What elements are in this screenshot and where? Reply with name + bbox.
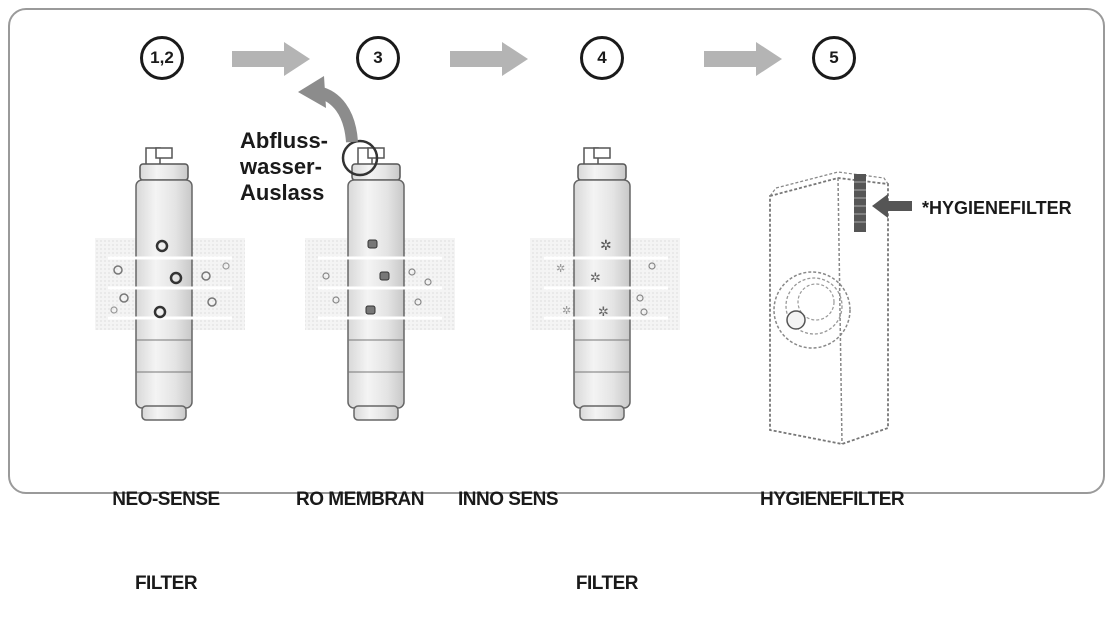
flow-arrow-icon (450, 42, 528, 76)
outlet-label-line-2: wasser- (240, 154, 322, 179)
svg-text:✲: ✲ (562, 304, 571, 317)
label-line: FILTER (134, 573, 198, 594)
label-line: INNO SENS (458, 489, 559, 510)
outlet-label: Abfluss- wasser- Auslass (240, 128, 328, 206)
inno-sens-label: INNO SENS FILTER (458, 430, 639, 626)
step-number-3: 3 (356, 36, 400, 80)
neo-sense-label: NEO-SENSE FILTER (106, 430, 226, 626)
hygienefilter-label: HYGIENEFILTER (760, 430, 905, 542)
hygienefilter-housing-icon (769, 171, 889, 445)
callout-arrow-icon (872, 194, 912, 218)
neo-sense-filter-icon (95, 147, 245, 421)
step-number-4: 4 (580, 36, 624, 80)
outlet-label-line-3: Auslass (240, 180, 325, 205)
svg-text:✲: ✲ (556, 262, 565, 275)
step-number-text: 5 (829, 48, 839, 67)
svg-text:✲: ✲ (590, 271, 601, 286)
flow-arrow-icon (704, 42, 782, 76)
hygienefilter-callout: *HYGIENEFILTER (922, 198, 1072, 218)
inno-sens-filter-icon: ✲ ✲ ✲ ✲ ✲ (530, 147, 680, 421)
label-line: RO MEMBRAN (296, 489, 425, 510)
svg-text:✲: ✲ (600, 238, 612, 254)
label-line: FILTER (575, 573, 639, 594)
label-line: NEO-SENSE (112, 489, 220, 510)
step-number-text: 4 (597, 48, 607, 67)
flow-arrow-icon (232, 42, 310, 76)
step-number-5: 5 (812, 36, 856, 80)
ro-membran-filter-icon (298, 76, 455, 421)
step-number-1-2: 1,2 (140, 36, 184, 80)
filter-illustration: ✲ ✲ ✲ ✲ ✲ (95, 76, 912, 445)
step-number-text: 3 (373, 48, 383, 67)
svg-text:✲: ✲ (598, 305, 609, 320)
ro-membran-label: RO MEMBRAN (296, 430, 425, 542)
label-line: HYGIENEFILTER (760, 489, 905, 510)
diagram-frame (8, 8, 1105, 494)
outlet-label-line-1: Abfluss- (240, 128, 328, 153)
step-number-text: 1,2 (150, 48, 174, 67)
